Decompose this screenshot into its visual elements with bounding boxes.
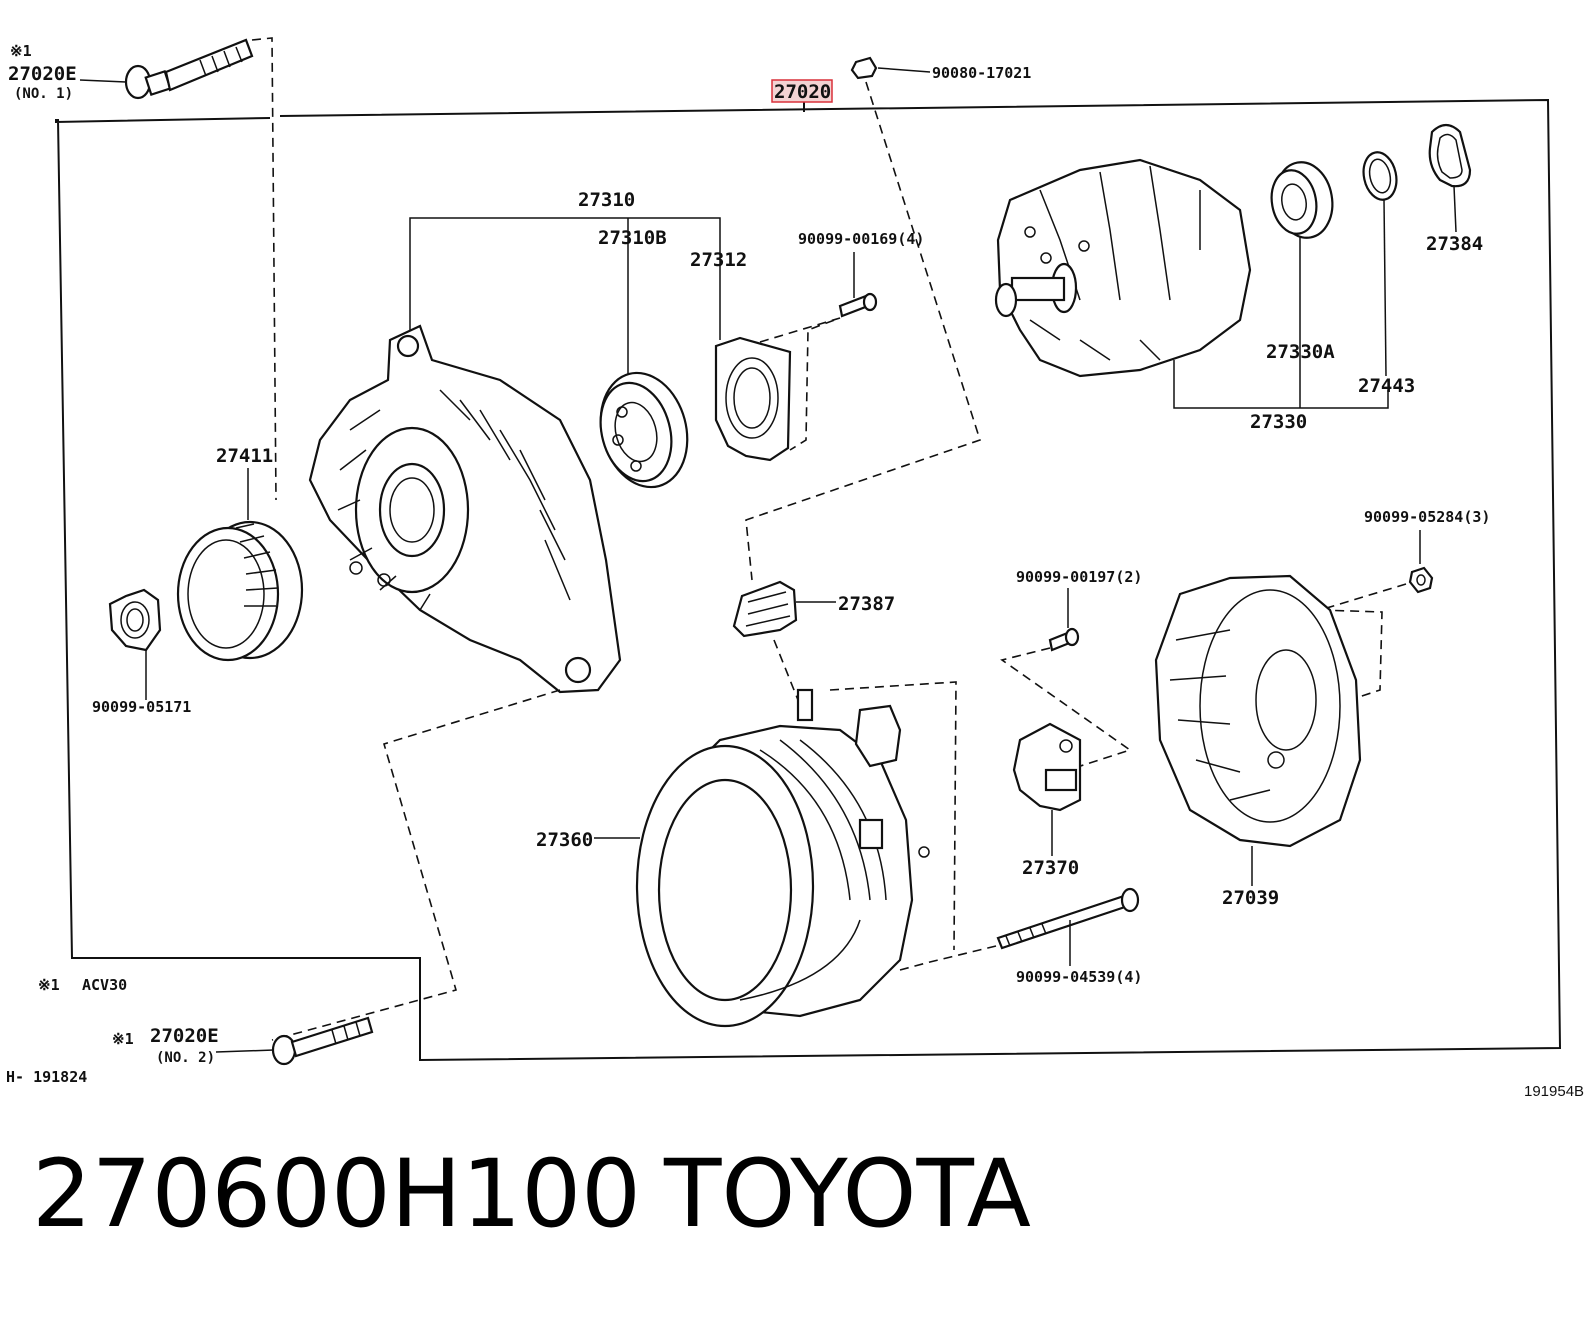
screw-brush: 90099-00197(2) — [1000, 568, 1142, 771]
rotor-bearing-label: 27330A — [1266, 341, 1335, 363]
screw-brush-label: 90099-00197(2) — [1016, 568, 1142, 586]
bolt-no1: ※1 27020E (NO. 1) — [8, 37, 277, 501]
nut-top-label: 90080-17021 — [932, 64, 1031, 82]
bolt-no2-no-label: (NO. 2) — [156, 1050, 215, 1066]
drive-end-frame — [308, 324, 622, 694]
caption-brand: TOYOTA — [664, 1140, 1031, 1249]
through-bolt: 90099-04539(4) — [899, 887, 1142, 986]
pulley-nut-label: 90099-05171 — [92, 698, 191, 716]
figure-code: 191954B — [1524, 1083, 1584, 1100]
nut-top: 90080-17021 — [745, 56, 1031, 581]
screw-retainer-label: 90099-00169(4) — [798, 230, 924, 248]
bolt-no1-no-label: (NO. 1) — [14, 86, 73, 102]
frame-bracket: 27310 — [409, 189, 721, 384]
terminal-insulator: 27387 — [732, 580, 895, 721]
nut-rear: 90099-05284(3) — [1319, 508, 1490, 701]
assembly-number-label: 27020 — [774, 81, 831, 103]
retainer-label: 27312 — [690, 249, 747, 271]
collar-label: 27443 — [1358, 375, 1415, 397]
rear-cover: 27039 — [1154, 574, 1362, 909]
bolt-no1-part-label: 27020E — [8, 63, 77, 85]
brush-holder: 27370 — [1012, 722, 1082, 879]
rear-cover-label: 27039 — [1222, 887, 1279, 909]
nut-rear-label: 90099-05284(3) — [1364, 508, 1490, 526]
drawing-code: H- 191824 — [6, 1068, 87, 1086]
bearing-front: 27310B — [598, 227, 689, 489]
terminal-insulator-label: 27387 — [838, 593, 895, 615]
note-text: ACV30 — [82, 976, 127, 994]
assembly-number-highlight[interactable]: 27020 — [771, 79, 833, 103]
retainer: 27312 — [690, 249, 841, 462]
pulley: 27411 — [176, 445, 304, 662]
cover-seal-label: 27384 — [1426, 233, 1483, 255]
parts-diagram: 27020 ※1 27020E (NO. 1) 90080-17021 2731… — [6, 37, 1584, 1100]
bearing-front-label: 27310B — [598, 227, 667, 249]
cover-seal: 27384 — [1426, 123, 1483, 255]
screw-retainer: 90099-00169(4) — [798, 230, 924, 318]
rotor-bearing: 27330A — [1266, 161, 1335, 363]
bolt-no2-part-label: 27020E — [150, 1025, 219, 1047]
rotor-label: 27330 — [1250, 411, 1307, 433]
stator-label: 27360 — [536, 829, 593, 851]
rotor: 27330 — [994, 158, 1389, 433]
pulley-label: 27411 — [216, 445, 273, 467]
pulley-nut: 90099-05171 — [92, 588, 191, 716]
brush-holder-label: 27370 — [1022, 857, 1079, 879]
note-symbol-bottom: ※1 — [38, 976, 60, 994]
caption-part-number: 270600H100 — [32, 1140, 641, 1249]
collar: 27443 — [1358, 151, 1415, 397]
through-bolt-label: 90099-04539(4) — [1016, 968, 1142, 986]
note-symbol-bolt2: ※1 — [112, 1030, 134, 1048]
frame-label: 27310 — [578, 189, 635, 211]
bolt-no2: ※1 ACV30 ※1 27020E (NO. 2) — [38, 976, 374, 1066]
stator: 27360 — [536, 681, 957, 1028]
note-symbol-top: ※1 — [10, 42, 32, 60]
